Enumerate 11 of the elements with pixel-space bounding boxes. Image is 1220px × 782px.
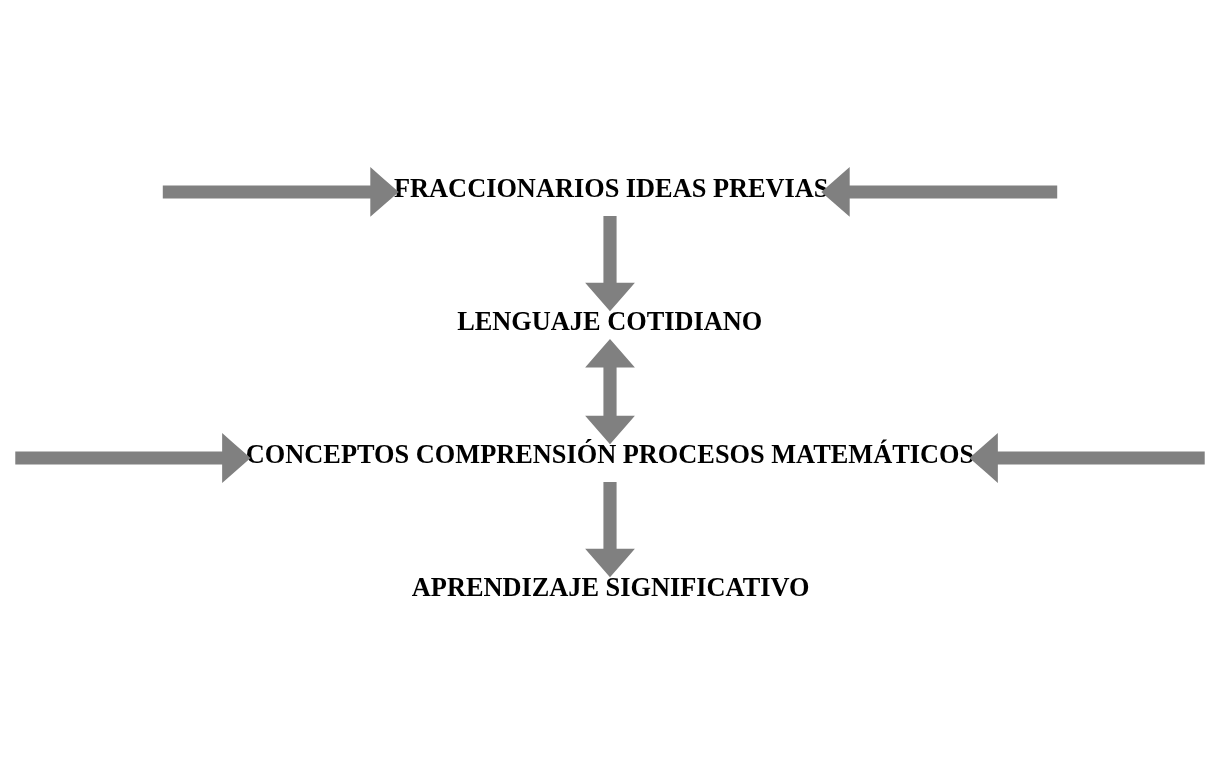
arrow <box>585 215 635 311</box>
arrow <box>162 166 399 217</box>
arrow <box>585 338 635 444</box>
arrow <box>15 432 251 483</box>
node-text: CONCEPTOS COMPRENSIÓN PROCESOS MATEMÁTICOS <box>245 439 975 469</box>
arrow <box>821 166 1058 217</box>
node-text: APRENDIZAJE SIGNIFICATIVO <box>411 572 810 602</box>
arrow <box>969 432 1205 483</box>
arrow <box>585 481 635 577</box>
node-text: LENGUAJE COTIDIANO <box>457 306 763 336</box>
node-text: FRACCIONARIOS IDEAS PREVIAS <box>394 173 829 203</box>
